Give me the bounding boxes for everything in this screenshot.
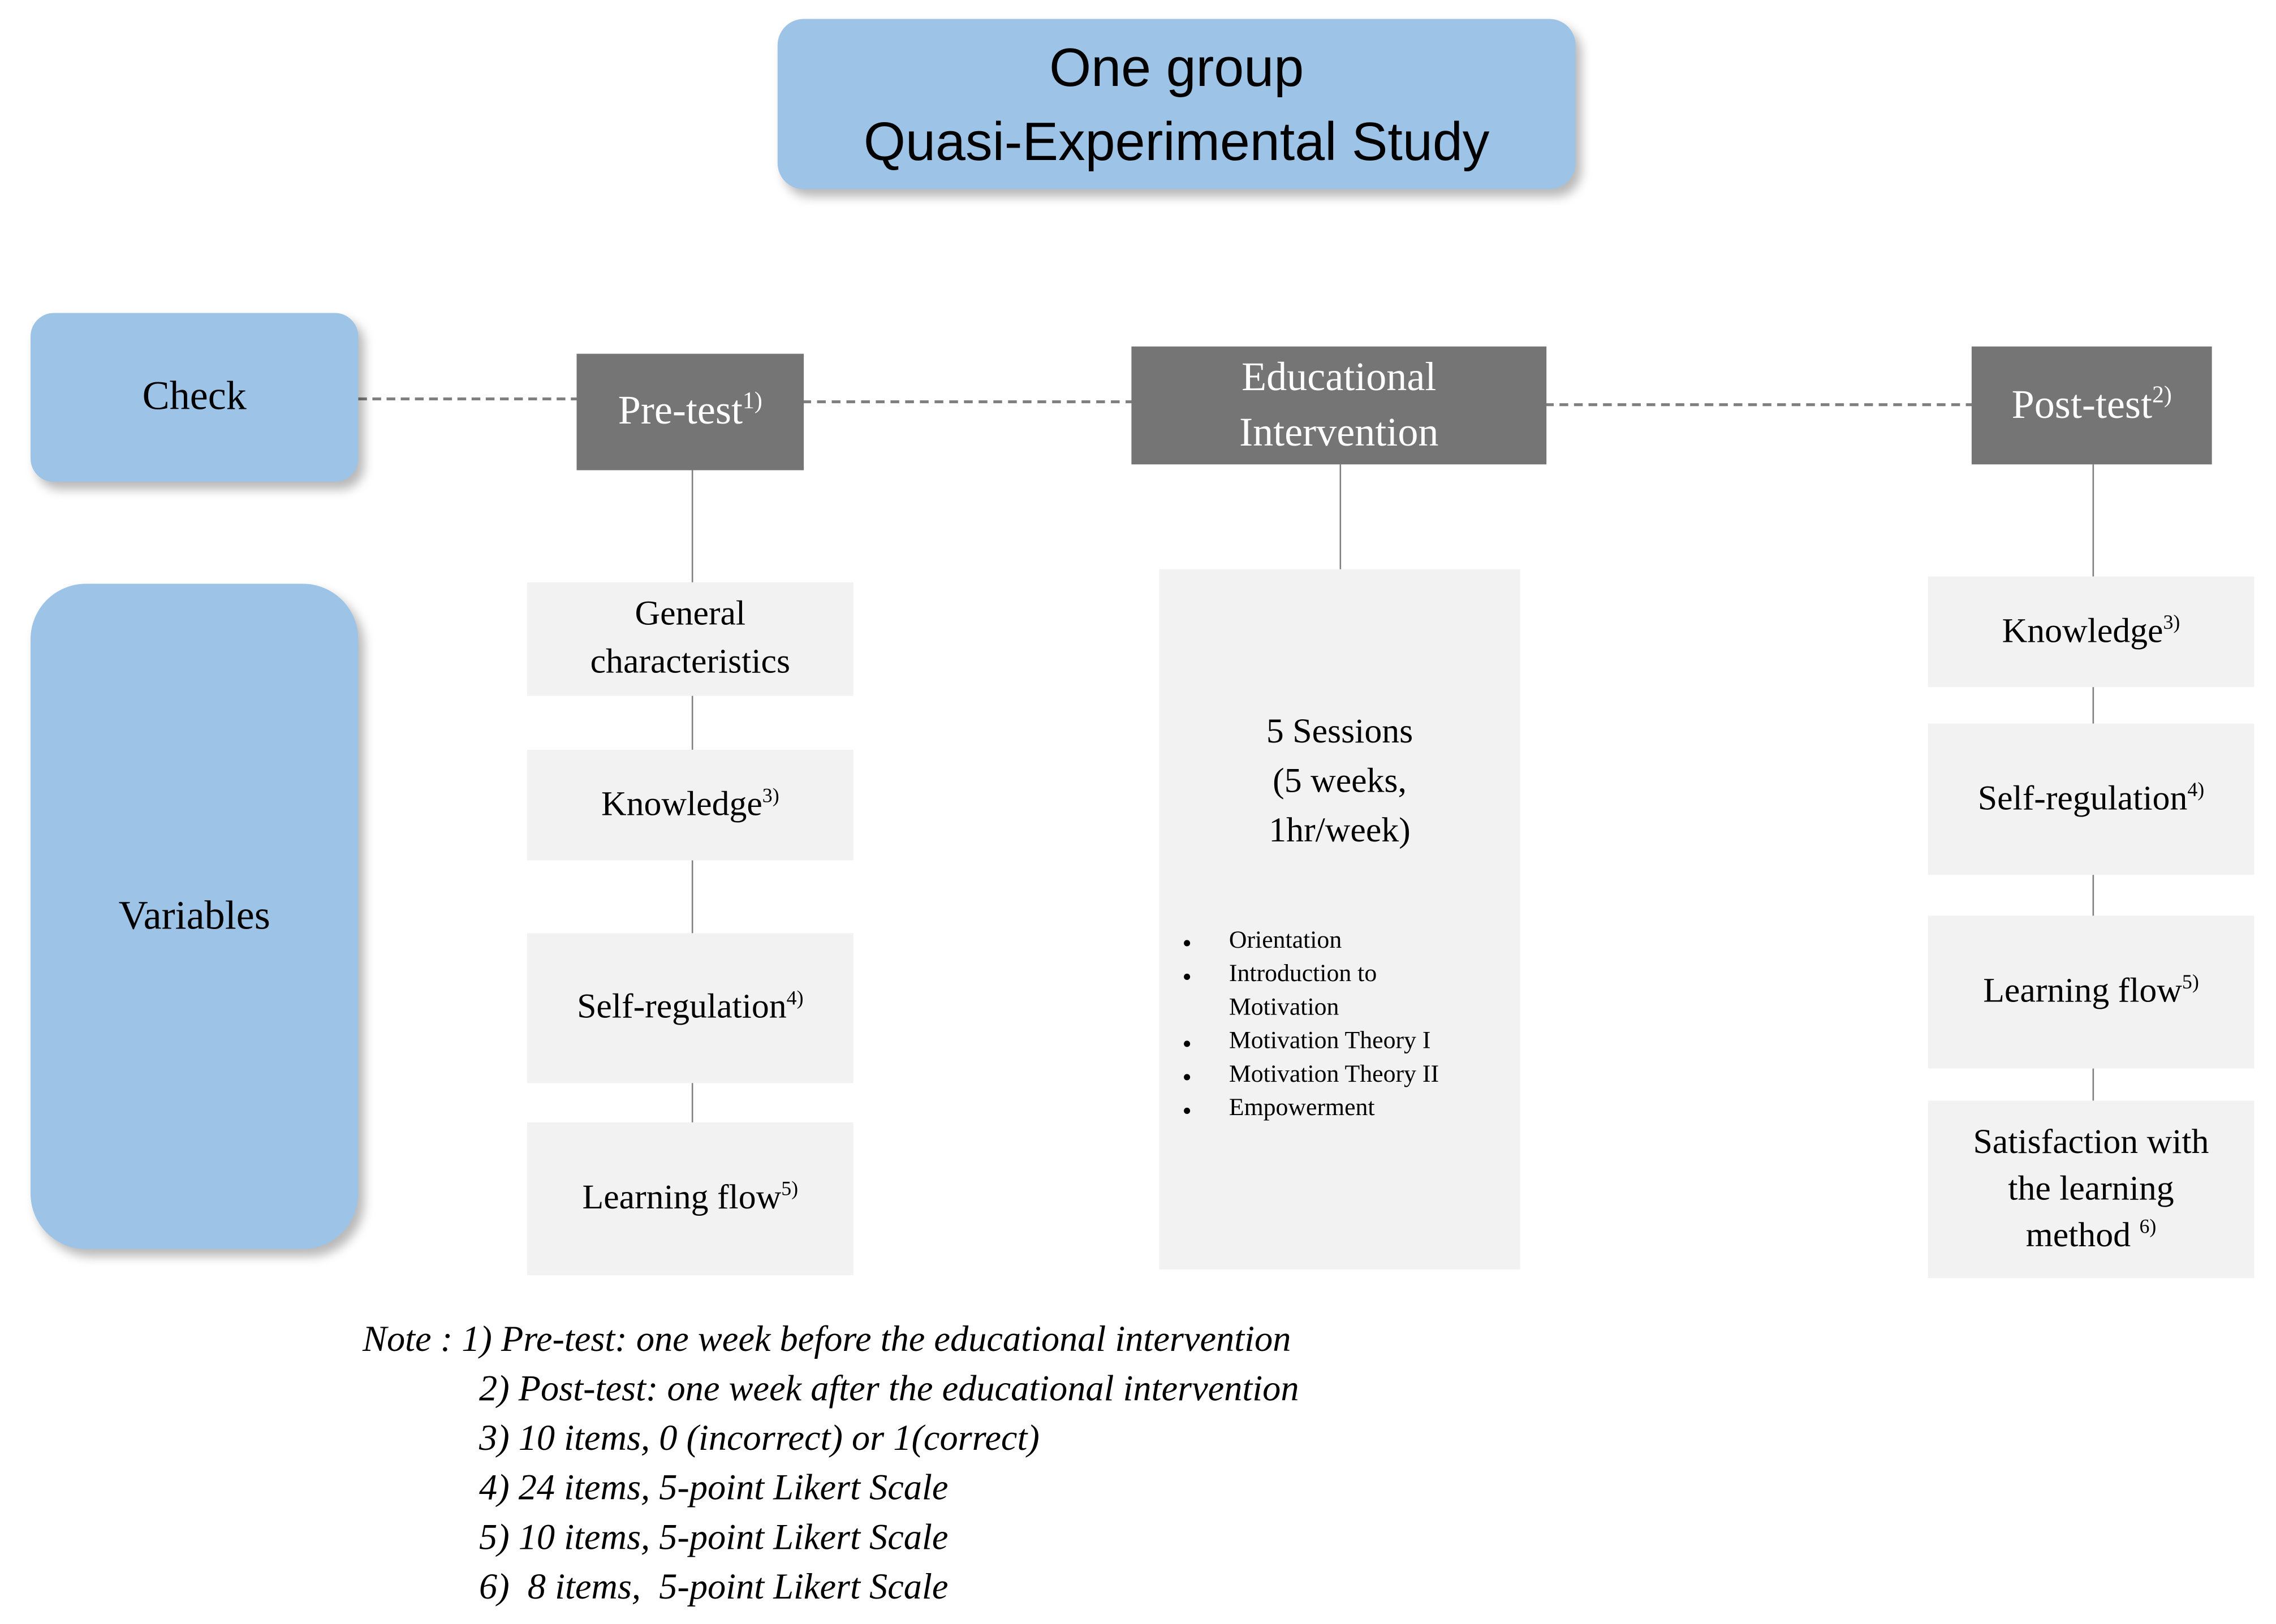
note-line: 2) Post-test: one week after the educati… [479,1370,1299,1410]
pretest-box: Pre-test1) [576,353,804,470]
intervention-box: Educational Intervention [1131,346,1547,465]
note-prefix: Note : [363,1320,462,1360]
session-summary: 5 Sessions (5 weeks, 1hr/week) [1266,713,1413,850]
check-row-label: Check [31,313,359,482]
pretest-footnote-mark: 1) [742,387,762,414]
note-line: Note : 1) Pre-test: one week before the … [363,1320,1291,1360]
posttest-footnote-mark: 2) [2152,381,2172,408]
note-line: 3) 10 items, 0 (incorrect) or 1(correct) [479,1419,1040,1459]
posttest-box: Post-test2) [1971,346,2212,465]
session-topic-list: Orientation Introduction to Motivation M… [1159,923,1497,1128]
pre-knowledge: Knowledge3) [527,749,853,861]
diagram-title: One group Quasi-Experimental Study [777,19,1576,189]
check-label-text: Check [142,374,247,420]
note-line: 4) 24 items, 5-point Likert Scale [479,1468,949,1509]
pretest-label: Pre-test1) [618,387,762,434]
intervention-detail-box: 5 Sessions (5 weeks, 1hr/week) Orientati… [1159,569,1520,1269]
intervention-line-1: Educational [1242,354,1437,400]
footnotes: Note : 1) Pre-test: one week before the … [363,1316,1299,1613]
intervention-column-line [1339,464,1342,571]
note-line: 5) 10 items, 5-point Likert Scale [479,1518,949,1558]
intervention-line-2: Intervention [1239,409,1439,455]
post-learning-flow: Learning flow5) [1928,915,2255,1069]
title-line-1: One group [1049,37,1304,97]
variables-row-label: Variables [31,584,359,1249]
post-self-regulation: Self-regulation4) [1928,723,2255,875]
intervention-posttest-connector [1545,403,1975,407]
topic-item: Motivation Theory I [1159,1023,1497,1061]
pre-self-regulation: Self-regulation4) [527,933,853,1083]
pre-learning-flow: Learning flow5) [527,1122,853,1276]
title-line-2: Quasi-Experimental Study [863,111,1490,171]
check-row-connector [358,397,580,400]
pre-general-characteristics: General characteristics [527,582,853,696]
topic-item: Motivation Theory II [1159,1057,1497,1095]
post-satisfaction: Satisfaction with the learning method 6) [1928,1100,2255,1279]
topic-item: Empowerment [1159,1090,1497,1128]
variables-label-text: Variables [118,893,270,939]
note-line: 6) 8 items, 5-point Likert Scale [479,1567,949,1608]
topic-item: Orientation [1159,923,1497,961]
topic-item: Introduction to Motivation [1159,956,1447,1023]
pretest-intervention-connector [802,400,1135,404]
post-knowledge: Knowledge3) [1928,576,2255,688]
posttest-label: Post-test2) [2011,381,2172,427]
